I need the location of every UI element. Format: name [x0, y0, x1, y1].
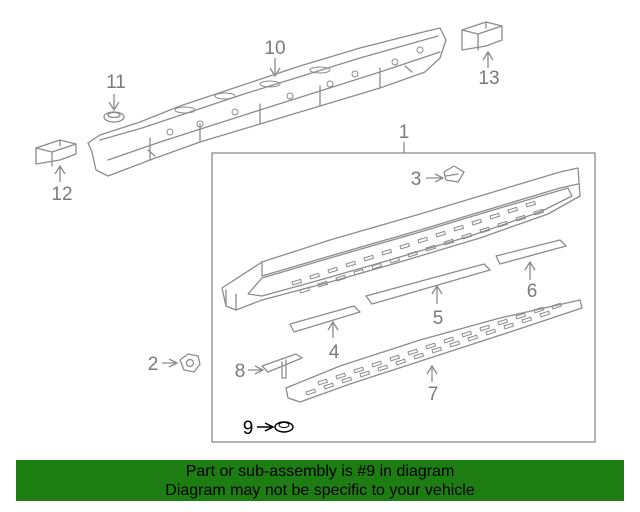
part-4-pad[interactable] — [289, 305, 361, 333]
leader-7 — [426, 364, 438, 382]
callout-3[interactable]: 3 — [411, 169, 422, 190]
part-13-block[interactable] — [461, 21, 503, 51]
leader-6 — [524, 260, 536, 280]
part-12-block[interactable] — [35, 139, 77, 167]
part-2-nut[interactable] — [179, 353, 201, 373]
leader-3 — [426, 173, 445, 183]
leader-9 — [257, 422, 275, 432]
leader-12 — [54, 164, 66, 182]
leader-11 — [108, 94, 120, 112]
leader-5 — [431, 284, 443, 304]
callout-10[interactable]: 10 — [264, 38, 285, 59]
banner-line-2: Diagram may not be specific to your vehi… — [165, 482, 475, 499]
leader-4 — [327, 320, 339, 338]
callout-11[interactable]: 11 — [106, 72, 126, 93]
callout-5[interactable]: 5 — [433, 308, 444, 329]
leader-13 — [482, 50, 494, 68]
callout-6[interactable]: 6 — [527, 281, 538, 302]
callout-9[interactable]: 9 — [243, 418, 254, 439]
part-6-pad[interactable] — [495, 239, 567, 265]
callout-2[interactable]: 2 — [148, 354, 159, 375]
part-9-grommet[interactable] — [274, 421, 294, 433]
callout-12[interactable]: 12 — [51, 184, 72, 205]
leader-2 — [162, 358, 179, 368]
running-board-tread-slots — [291, 200, 545, 294]
callout-13[interactable]: 13 — [478, 68, 499, 89]
callout-8[interactable]: 8 — [235, 361, 246, 382]
part-5-pad[interactable] — [365, 263, 491, 305]
part-10-rocker-reinforcement[interactable] — [87, 27, 447, 177]
banner-line-1: Part or sub-assembly is #9 in diagram — [185, 463, 455, 480]
notice-banner: Part or sub-assembly is #9 in diagram Di… — [16, 460, 624, 501]
step-pad-tread-slots — [305, 302, 563, 396]
part-1-running-board[interactable] — [221, 167, 581, 311]
callout-1[interactable]: 1 — [399, 122, 410, 143]
callout-4[interactable]: 4 — [329, 342, 340, 363]
arrowhead-10 — [269, 67, 281, 78]
part-7-step-pad[interactable] — [285, 299, 583, 403]
part-3-clip[interactable] — [443, 165, 465, 183]
callout-7[interactable]: 7 — [428, 384, 439, 405]
part-8-bracket[interactable] — [261, 353, 303, 379]
part-11-plug[interactable] — [103, 111, 125, 123]
leader-8 — [248, 365, 265, 375]
